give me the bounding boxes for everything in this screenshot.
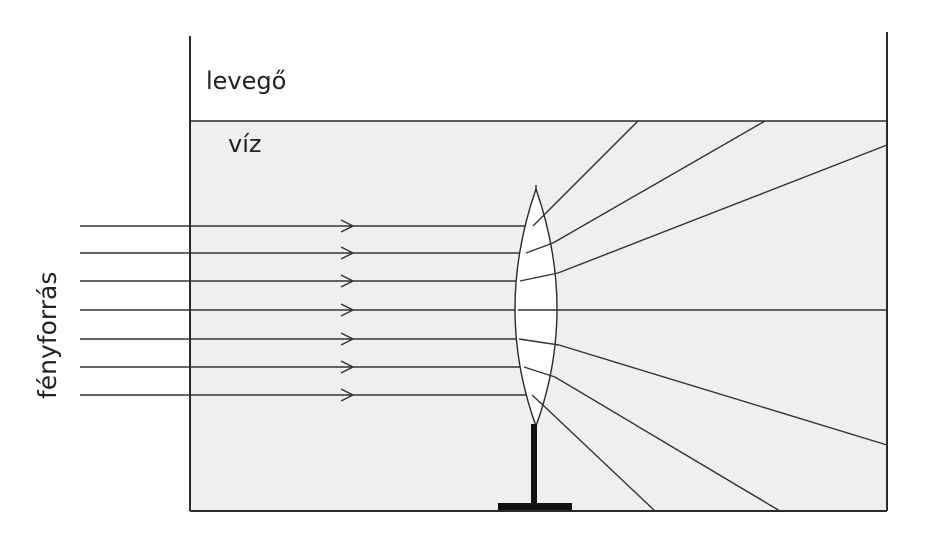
outgoing-ray xyxy=(558,344,888,446)
outgoing-rays xyxy=(544,120,888,512)
light-source-label: fényforrás xyxy=(33,272,62,399)
arrow-icon xyxy=(340,274,355,288)
arrow-icon xyxy=(340,219,355,233)
internal-ray xyxy=(518,338,560,346)
outgoing-ray xyxy=(552,120,766,244)
lens-stand-base xyxy=(498,503,572,510)
outgoing-ray xyxy=(557,144,888,274)
internal-ray xyxy=(523,366,556,378)
air-label: levegő xyxy=(206,67,286,95)
outgoing-ray xyxy=(544,406,656,512)
arrow-icon xyxy=(340,360,355,374)
lens-stand-post xyxy=(531,424,537,507)
internal-ray xyxy=(519,272,559,282)
arrow-icon xyxy=(340,332,355,346)
outgoing-ray xyxy=(544,120,639,215)
water-label: víz xyxy=(228,130,261,158)
internal-rays xyxy=(518,213,560,408)
incoming-rays xyxy=(80,225,533,396)
outgoing-ray xyxy=(554,376,781,512)
internal-ray xyxy=(525,242,554,254)
ray-arrowheads xyxy=(340,219,355,402)
arrow-icon xyxy=(340,388,355,402)
internal-ray xyxy=(531,394,546,408)
arrow-icon xyxy=(340,246,355,260)
arrow-icon xyxy=(340,303,355,317)
internal-ray xyxy=(532,213,546,227)
